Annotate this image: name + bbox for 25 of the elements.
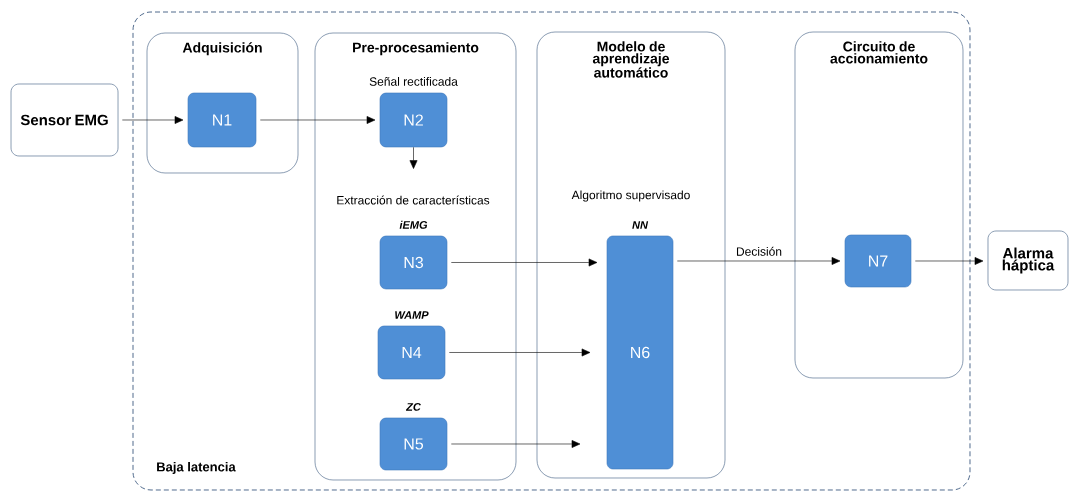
node-label: NN [632,221,649,229]
section-label: Extracción de características [337,195,490,205]
node-label: WAMP [395,311,429,319]
arrow [451,440,581,448]
node-label: iEMG [399,220,428,229]
process-block: ZC N5 [379,403,448,471]
arrow [409,147,418,169]
process-block: Señal rectificada N2 [369,77,458,148]
process-block: iEMG N3 [379,220,448,290]
arrow [449,348,591,357]
edge-label: Decisión [735,245,783,257]
io-box: Sensor EMG [10,83,119,157]
arrow [451,258,598,267]
arrow [677,257,841,265]
arrow [260,116,376,124]
section-label: Algoritmo supervisado [571,190,690,202]
io-box: Alarma háptica [987,230,1069,291]
arrow [915,257,984,265]
process-block: WAMP N4 [377,311,446,380]
process-block: NN N6 [606,221,674,470]
node-label: Señal rectificada [369,76,458,86]
node-label: ZC [405,403,421,411]
process-block: N1 [187,92,257,148]
process-block: N7 [844,234,912,288]
arrow [122,116,184,124]
